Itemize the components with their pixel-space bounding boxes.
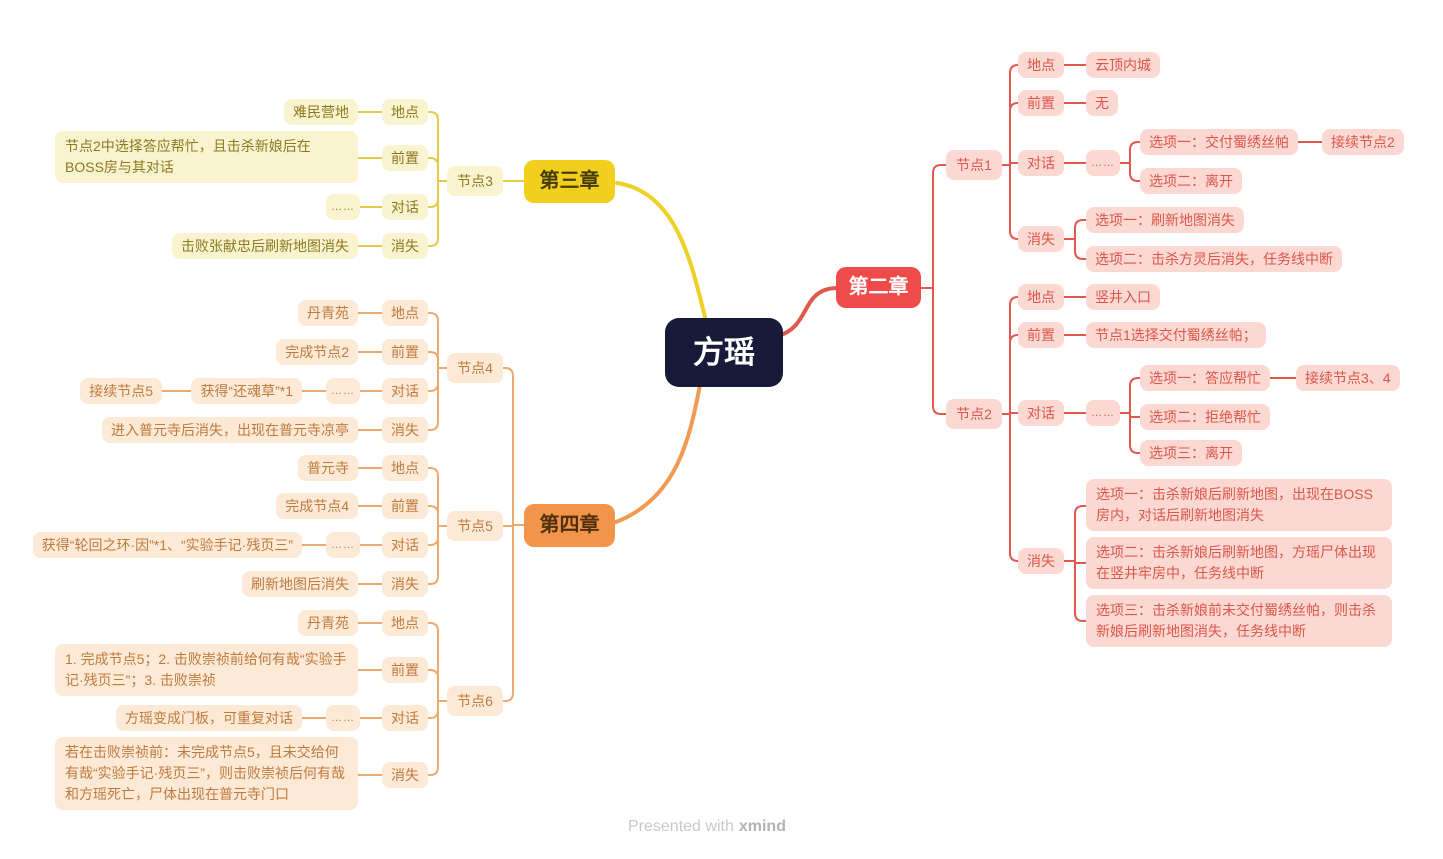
node1-dialog-option1[interactable]: 选项一：交付蜀绣丝帕 bbox=[1140, 129, 1298, 155]
node4-dialog-reward[interactable]: 获得“还魂草”*1 bbox=[191, 378, 302, 404]
topic-node1[interactable]: 节点1 bbox=[946, 150, 1002, 180]
root-topic[interactable]: 方瑶 bbox=[665, 318, 783, 387]
node2-dialog-ellipsis[interactable]: …… bbox=[1086, 400, 1120, 426]
node2-gone-option3[interactable]: 选项三：击杀新娘前未交付蜀绣丝帕，则击杀新娘后刷新地图消失，任务线中断 bbox=[1086, 595, 1392, 647]
node5-place-key[interactable]: 地点 bbox=[382, 455, 428, 481]
node5-pre-key[interactable]: 前置 bbox=[382, 493, 428, 519]
node5-gone-key[interactable]: 消失 bbox=[382, 571, 428, 597]
node5-pre-value[interactable]: 完成节点4 bbox=[276, 493, 358, 519]
node2-dialog-option3[interactable]: 选项三：离开 bbox=[1140, 440, 1242, 466]
node4-place-value[interactable]: 丹青苑 bbox=[298, 300, 358, 326]
node1-pre-value[interactable]: 无 bbox=[1086, 90, 1118, 116]
node2-place-value[interactable]: 竖井入口 bbox=[1086, 284, 1160, 310]
watermark-brand: xmind bbox=[738, 818, 786, 835]
node1-dialog-ellipsis[interactable]: …… bbox=[1086, 150, 1120, 176]
node5-place-value[interactable]: 普元寺 bbox=[298, 455, 358, 481]
node3-dialog-key[interactable]: 对话 bbox=[382, 194, 428, 220]
node1-place-key[interactable]: 地点 bbox=[1018, 52, 1064, 78]
topic-node3[interactable]: 节点3 bbox=[447, 166, 503, 196]
node5-dialog-reward[interactable]: 获得“轮回之环·因”*1、“实验手记·残页三” bbox=[32, 532, 302, 558]
node2-dialog-key[interactable]: 对话 bbox=[1018, 400, 1064, 426]
node3-dialog-ellipsis[interactable]: …… bbox=[326, 194, 360, 220]
node6-place-value[interactable]: 丹青苑 bbox=[298, 610, 358, 636]
topic-node6[interactable]: 节点6 bbox=[447, 686, 503, 716]
node2-dialog-option1[interactable]: 选项一：答应帮忙 bbox=[1140, 365, 1270, 391]
node6-dialog-ellipsis[interactable]: …… bbox=[326, 705, 360, 731]
node2-place-key[interactable]: 地点 bbox=[1018, 284, 1064, 310]
node6-dialog-key[interactable]: 对话 bbox=[382, 705, 428, 731]
topic-node5[interactable]: 节点5 bbox=[447, 511, 503, 541]
node3-place-value[interactable]: 难民营地 bbox=[284, 99, 358, 125]
node2-dialog-option2[interactable]: 选项二：拒绝帮忙 bbox=[1140, 404, 1270, 430]
node4-place-key[interactable]: 地点 bbox=[382, 300, 428, 326]
node2-pre-value[interactable]: 节点1选择交付蜀绣丝帕； bbox=[1086, 322, 1266, 348]
node3-gone-value[interactable]: 击败张献忠后刷新地图消失 bbox=[172, 233, 358, 259]
node6-gone-key[interactable]: 消失 bbox=[382, 762, 428, 788]
node3-pre-key[interactable]: 前置 bbox=[382, 145, 428, 171]
node5-dialog-key[interactable]: 对话 bbox=[382, 532, 428, 558]
node4-gone-value[interactable]: 进入普元寺后消失，出现在普元寺凉亭 bbox=[102, 417, 358, 443]
node6-pre-key[interactable]: 前置 bbox=[382, 657, 428, 683]
node4-gone-key[interactable]: 消失 bbox=[382, 417, 428, 443]
node4-dialog-ellipsis[interactable]: …… bbox=[326, 378, 360, 404]
topic-node4[interactable]: 节点4 bbox=[447, 353, 503, 383]
node2-gone-option2[interactable]: 选项二：击杀新娘后刷新地图，方瑶尸体出现在竖井牢房中，任务线中断 bbox=[1086, 537, 1392, 589]
node3-gone-key[interactable]: 消失 bbox=[382, 233, 428, 259]
node2-pre-key[interactable]: 前置 bbox=[1018, 322, 1064, 348]
topic-chapter4[interactable]: 第四章 bbox=[524, 504, 615, 547]
node4-pre-value[interactable]: 完成节点2 bbox=[276, 339, 358, 365]
node2-gone-key[interactable]: 消失 bbox=[1018, 548, 1064, 574]
topic-node2[interactable]: 节点2 bbox=[946, 399, 1002, 429]
node5-gone-value[interactable]: 刷新地图后消失 bbox=[242, 571, 358, 597]
node6-pre-value[interactable]: 1. 完成节点5；2. 击败崇祯前给何有哉“实验手记·残页三”；3. 击败崇祯 bbox=[55, 644, 358, 696]
topic-chapter3[interactable]: 第三章 bbox=[524, 160, 615, 203]
node1-dialog-key[interactable]: 对话 bbox=[1018, 150, 1064, 176]
node1-dialog-option2[interactable]: 选项二：离开 bbox=[1140, 168, 1242, 194]
node5-dialog-ellipsis[interactable]: …… bbox=[326, 532, 360, 558]
node6-gone-value[interactable]: 若在击败崇祯前：未完成节点5，且未交给何有哉“实验手记·残页三”，则击败崇祯后何… bbox=[55, 737, 358, 810]
watermark-prefix: Presented with bbox=[628, 818, 734, 835]
topic-chapter2[interactable]: 第二章 bbox=[836, 267, 921, 308]
node3-pre-value[interactable]: 节点2中选择答应帮忙，且击杀新娘后在BOSS房与其对话 bbox=[55, 131, 358, 183]
node1-dialog-option1-next[interactable]: 接续节点2 bbox=[1322, 129, 1404, 155]
node6-dialog-note[interactable]: 方瑶变成门板，可重复对话 bbox=[116, 705, 302, 731]
node1-pre-key[interactable]: 前置 bbox=[1018, 90, 1064, 116]
node6-place-key[interactable]: 地点 bbox=[382, 610, 428, 636]
node2-dialog-option1-next[interactable]: 接续节点3、4 bbox=[1296, 365, 1400, 391]
node2-gone-option1[interactable]: 选项一：击杀新娘后刷新地图，出现在BOSS房内，对话后刷新地图消失 bbox=[1086, 479, 1392, 531]
node4-pre-key[interactable]: 前置 bbox=[382, 339, 428, 365]
node4-dialog-key[interactable]: 对话 bbox=[382, 378, 428, 404]
node1-gone-option1[interactable]: 选项一：刷新地图消失 bbox=[1086, 207, 1244, 233]
node3-place-key[interactable]: 地点 bbox=[382, 99, 428, 125]
node1-place-value[interactable]: 云顶内城 bbox=[1086, 52, 1160, 78]
node4-dialog-next[interactable]: 接续节点5 bbox=[80, 378, 162, 404]
node1-gone-option2[interactable]: 选项二：击杀方灵后消失，任务线中断 bbox=[1086, 246, 1342, 272]
node1-gone-key[interactable]: 消失 bbox=[1018, 226, 1064, 252]
